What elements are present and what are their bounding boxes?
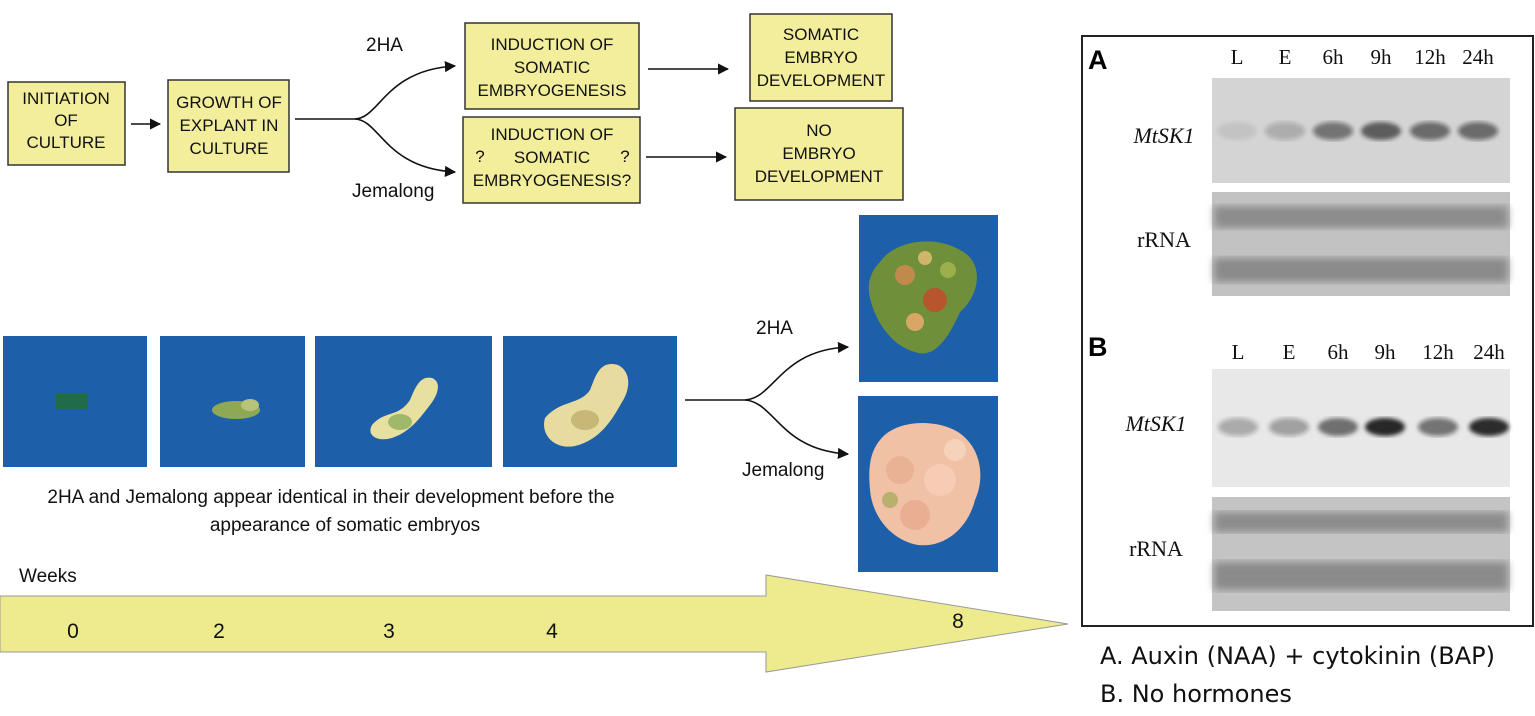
photo-jemalong-callus [858, 396, 998, 572]
box-induction-2ha-line3: EMBRYOGENESIS [478, 81, 627, 100]
question-mark-right: ? [620, 147, 629, 166]
timeline-arrow [0, 574, 1069, 673]
panel-b-band-2 [1318, 418, 1358, 436]
box-induction-jemalong: INDUCTION OF SOMATIC EMBRYOGENESIS? ? ? [462, 116, 641, 204]
photo-week-2 [160, 336, 305, 467]
panel-b-rrna-label: rRNA [1129, 536, 1183, 561]
timeline-tick-8: 8 [952, 610, 964, 633]
lane-label-b-5: 24h [1473, 340, 1505, 364]
panel-a-letter: A [1088, 45, 1108, 75]
box-initiation: INITIATION OF CULTURE [7, 81, 126, 166]
photos-caption-line1: 2HA and Jemalong appear identical in the… [47, 487, 614, 508]
panel-b-band-5 [1469, 418, 1509, 436]
panel-a-band-4 [1410, 122, 1450, 140]
panel-b-band-3 [1365, 418, 1405, 436]
box-growth-line3: CULTURE [189, 139, 268, 158]
box-somatic-line1: SOMATIC [783, 25, 859, 44]
panel-a-rrna-blot [1212, 192, 1510, 296]
panel-a-band-3 [1361, 122, 1401, 140]
box-initiation-line3: CULTURE [26, 133, 105, 152]
timeline-tick-2: 2 [213, 620, 225, 643]
photos-caption-line2: appearance of somatic embryos [210, 515, 480, 536]
panel-b-rrna-blot [1212, 497, 1510, 611]
branch-arrows-bottom [685, 341, 850, 459]
panel-b-band-1 [1269, 418, 1309, 436]
panel-b-band-0 [1218, 418, 1258, 436]
label-jemalong-bottom: Jemalong [742, 460, 824, 481]
branch-arrows-top [295, 60, 457, 178]
timeline-tick-0: 0 [67, 620, 79, 643]
timeline-title: Weeks [19, 566, 77, 587]
legend-line-a: A. Auxin (NAA) + cytokinin (BAP) [1100, 642, 1495, 670]
lane-label-b-1: E [1283, 340, 1296, 364]
box-somatic-development: SOMATIC EMBRYO DEVELOPMENT [749, 13, 893, 102]
box-induction-2ha-line2: SOMATIC [514, 58, 590, 77]
panel-a-band-0 [1217, 122, 1257, 140]
box-induction-jem-line1: INDUCTION OF [491, 125, 614, 144]
panel-b-band-4 [1418, 418, 1458, 436]
panel-a-band-5 [1458, 122, 1498, 140]
box-no-dev-line1: NO [806, 121, 832, 140]
box-no-dev-line2: EMBRYO [782, 144, 855, 163]
lane-label-b-2: 6h [1328, 340, 1350, 364]
box-induction-2ha: INDUCTION OF SOMATIC EMBRYOGENESIS [464, 22, 640, 110]
box-induction-jem-line2: SOMATIC [514, 148, 590, 167]
question-mark-left: ? [475, 147, 484, 166]
box-no-dev-line3: DEVELOPMENT [755, 167, 883, 186]
lane-label-b-3: 9h [1375, 340, 1397, 364]
label-jemalong-top: Jemalong [352, 181, 434, 202]
lane-label-a-0: L [1231, 45, 1244, 69]
box-initiation-line2: OF [54, 111, 78, 130]
box-initiation-line1: INITIATION [22, 89, 110, 108]
panel-a-rrna-label: rRNA [1137, 227, 1191, 252]
panel-a-band-1 [1265, 122, 1305, 140]
lane-labels-b: L E 6h 9h 12h 24h [1232, 340, 1506, 364]
box-induction-jem-line3: EMBRYOGENESIS? [473, 171, 631, 190]
timeline-tick-3: 3 [383, 620, 395, 643]
box-growth-line2: EXPLANT IN [180, 116, 279, 135]
box-somatic-line2: EMBRYO [784, 48, 857, 67]
label-2ha-bottom: 2HA [756, 318, 793, 339]
photo-week-3 [315, 336, 492, 467]
label-2ha-top: 2HA [366, 35, 403, 56]
timeline-tick-4: 4 [546, 620, 558, 643]
lane-label-a-4: 12h [1414, 45, 1446, 69]
box-somatic-line3: DEVELOPMENT [757, 71, 885, 90]
panel-a-bands [1217, 122, 1498, 140]
photo-week-4 [503, 336, 677, 467]
photo-week-0 [3, 336, 147, 467]
lane-label-b-0: L [1232, 340, 1245, 364]
lane-label-a-3: 9h [1371, 45, 1393, 69]
box-growth-line1: GROWTH OF [176, 93, 282, 112]
panel-b-gene-label: MtSK1 [1124, 411, 1186, 436]
box-induction-2ha-line1: INDUCTION OF [491, 35, 614, 54]
box-growth: GROWTH OF EXPLANT IN CULTURE [167, 79, 290, 173]
lane-label-a-1: E [1279, 45, 1292, 69]
panel-b-letter: B [1088, 332, 1108, 362]
lane-label-a-2: 6h [1323, 45, 1345, 69]
panel-b-bands [1218, 418, 1509, 436]
photo-2ha-embryos [859, 215, 998, 382]
legend-line-b: B. No hormones [1100, 680, 1292, 708]
panel-a-gene-label: MtSK1 [1132, 123, 1194, 148]
box-no-development: NO EMBRYO DEVELOPMENT [734, 107, 904, 201]
lane-label-b-4: 12h [1422, 340, 1454, 364]
lane-labels-a: L E 6h 9h 12h 24h [1231, 45, 1495, 69]
panel-b-gene-blot [1212, 369, 1510, 487]
lane-label-a-5: 24h [1462, 45, 1494, 69]
panel-a-band-2 [1313, 122, 1353, 140]
